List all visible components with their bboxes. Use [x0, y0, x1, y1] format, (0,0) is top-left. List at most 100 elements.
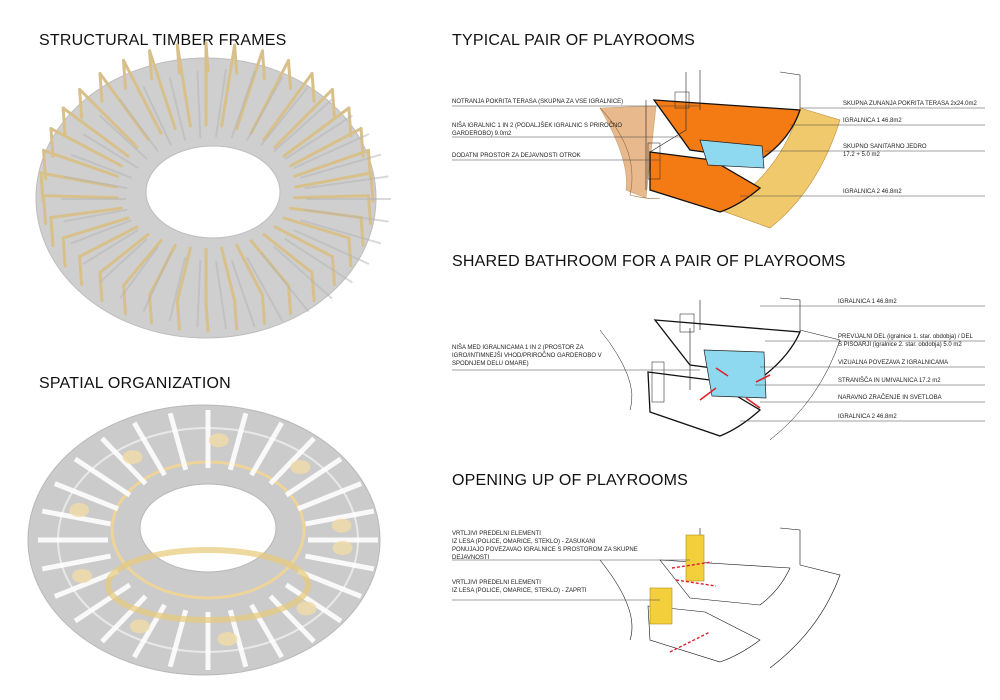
timber-post — [260, 49, 266, 81]
frame-shadow — [245, 76, 284, 142]
rotation-arrow — [671, 561, 713, 569]
label-shared-right-1: PREVIJALNI DEL (igralnice 1. star. obdob… — [838, 334, 973, 348]
room-wall — [227, 412, 249, 471]
timber-post — [204, 301, 210, 333]
frame-shadow — [82, 133, 139, 169]
room-highlight — [129, 619, 150, 634]
room-wall — [132, 421, 167, 477]
label-typical-left-2: DODATNI PROSTOR ZA DEJAVNOSTI OTROK — [452, 153, 581, 159]
timber-frame — [293, 194, 370, 200]
frame-shadow — [284, 114, 353, 160]
timber-post — [98, 71, 104, 103]
room-highlight — [332, 540, 353, 555]
label-opening-left-1: VRTLJIVI PREDELNI ELEMENTI IZ LESA (POLI… — [452, 580, 587, 594]
frame-shadow — [215, 260, 227, 330]
rotation-arrow — [675, 579, 717, 587]
timber-post — [78, 87, 84, 119]
frame-shadow — [196, 70, 202, 138]
shared-bathroom-diagram — [599, 297, 841, 441]
structural-ring-diagram — [35, 41, 391, 339]
timber-frame — [235, 243, 264, 297]
timber-post — [148, 49, 154, 81]
timber-post — [233, 299, 239, 331]
label-shared-right-3: STRANIŠČA IN UMIVALNICA 17.2 m2 — [838, 378, 941, 384]
frame-shadow — [293, 133, 370, 169]
frame-shadow — [142, 85, 172, 146]
frame-shadow — [70, 219, 132, 245]
timber-frame — [78, 87, 139, 149]
room-wall — [41, 553, 111, 572]
room-wall — [53, 481, 119, 512]
timber-frame — [282, 106, 351, 158]
timber-post — [359, 215, 365, 247]
title-typical-pair-of-playrooms: TYPICAL PAIR OF PLAYROOMS — [452, 32, 695, 49]
timber-post — [49, 215, 55, 247]
timber-post — [287, 284, 292, 316]
timber-frame — [289, 127, 363, 168]
label-typical-right-3: IGRALNICA 2 46.8m2 — [843, 189, 902, 195]
timber-frame — [273, 87, 334, 149]
timber-post — [330, 87, 336, 119]
room-wall — [268, 436, 316, 486]
frame-shadow — [196, 260, 202, 328]
room-wall — [73, 456, 132, 498]
room-highlight — [217, 631, 238, 646]
title-opening-up-of-playrooms: OPENING UP OF PLAYROOMS — [452, 472, 689, 489]
room-wall — [249, 421, 284, 477]
timber-frame — [42, 194, 119, 200]
timber-frame — [293, 148, 370, 178]
timber-post — [287, 58, 292, 90]
title-shared-bathroom: SHARED BATHROOM FOR A PAIR OF PLAYROOMS — [452, 253, 846, 270]
frame-shadow — [273, 98, 333, 153]
timber-post — [39, 171, 45, 203]
timber-post — [122, 284, 127, 316]
frame-shadow — [82, 229, 139, 265]
typical-pair-diagram — [599, 70, 841, 229]
rotation-arrow — [669, 631, 711, 653]
timber-post — [61, 236, 67, 268]
timber-frame — [273, 225, 334, 259]
timber-post — [175, 43, 181, 75]
room-highlight — [72, 569, 93, 584]
room-wall — [284, 456, 343, 498]
timber-frame — [42, 148, 119, 178]
frame-shadow — [260, 252, 310, 313]
room-wall — [53, 568, 119, 599]
timber-frame — [220, 246, 237, 303]
room-wall — [100, 594, 148, 644]
timber-frame — [49, 127, 123, 168]
frame-shadow — [304, 175, 389, 190]
airflow-arrow — [755, 374, 771, 383]
timber-post — [204, 41, 210, 73]
room-wall — [305, 553, 375, 572]
label-typical-left-1: NIŠA IGRALNIC 1 IN 2 (PODALJŠEK IGRALNIC… — [452, 123, 623, 137]
room-wall — [305, 508, 375, 527]
frame-shadow — [230, 259, 256, 328]
label-typical-left-0: NOTRANJA POKRITA TERASA (SKUPNA ZA VSE I… — [452, 99, 624, 105]
frame-shadow — [293, 229, 370, 265]
frame-shadow — [300, 153, 382, 179]
label-opening-left-0: VRTLJIVI PREDELNI ELEMENTI IZ LESA (POLI… — [452, 531, 638, 561]
timber-post — [260, 293, 266, 325]
room-wall — [297, 568, 363, 599]
room-highlight — [296, 601, 317, 616]
room-highlight — [290, 460, 311, 475]
timber-frame — [78, 225, 139, 259]
timber-frame — [262, 232, 314, 275]
timber-frame — [61, 216, 130, 240]
frame-shadow — [98, 238, 148, 284]
label-shared-right-0: IGRALNICA 1 46.8m2 — [838, 299, 897, 305]
spatial-ring-diagram — [27, 404, 381, 676]
label-typical-right-1: IGRALNICA 1 46.8m2 — [843, 118, 902, 124]
label-shared-right-2: VIZUALNA POVEZAVA Z IGRALNICAMA — [838, 360, 949, 366]
frame-shadow — [119, 98, 159, 153]
frame-shadow — [98, 114, 148, 160]
timber-frame — [282, 216, 351, 240]
frame-shadow — [245, 256, 284, 322]
frame-shadow — [168, 257, 187, 322]
timber-post — [61, 106, 67, 138]
timber-frame — [122, 239, 163, 288]
airflow-arrow — [715, 367, 729, 377]
timber-frame — [220, 43, 237, 128]
